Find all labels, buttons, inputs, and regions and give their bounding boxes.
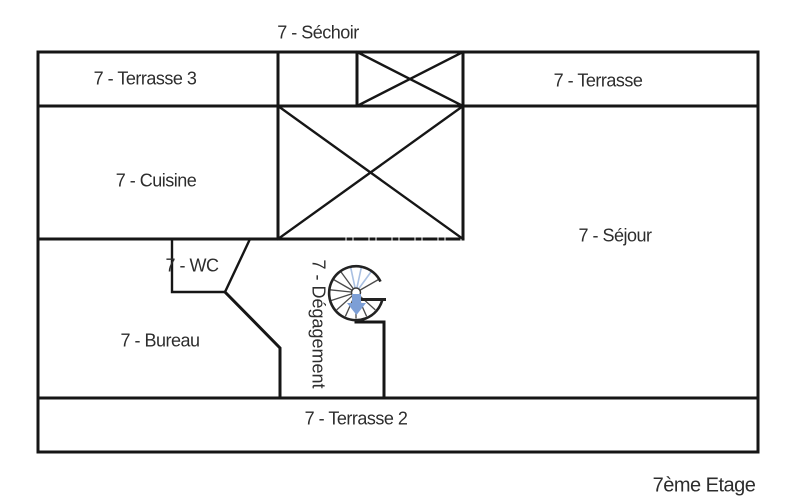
void-cross-icon [276, 104, 465, 241]
spiral-staircase-icon [327, 264, 386, 322]
room-label-cuisine: 7 - Cuisine [115, 170, 197, 191]
sechoir-void-cross-icon [355, 50, 465, 108]
floor-caption: 7ème Etage [652, 474, 756, 497]
wc-walls [170, 237, 252, 294]
room-label-terrasse-3: 7 - Terrasse 3 [93, 68, 197, 89]
room-label-sejour: 7 - Séjour [578, 225, 652, 246]
degagement-corner-wall [354, 320, 386, 400]
outer-wall [36, 50, 760, 454]
room-label-sechoir: 7 - Séchoir [277, 22, 359, 43]
room-label-terrasse-2: 7 - Terrasse 2 [304, 408, 408, 429]
room-label-degagement: 7 - Dégagement [308, 259, 329, 389]
room-label-terrasse: 7 - Terrasse [553, 70, 643, 91]
room-label-wc: 7 - WC [165, 255, 220, 276]
stair-direction-arrow-icon [347, 294, 366, 315]
room-label-bureau: 7 - Bureau [120, 330, 200, 351]
bureau-partition-wall [222, 289, 282, 400]
